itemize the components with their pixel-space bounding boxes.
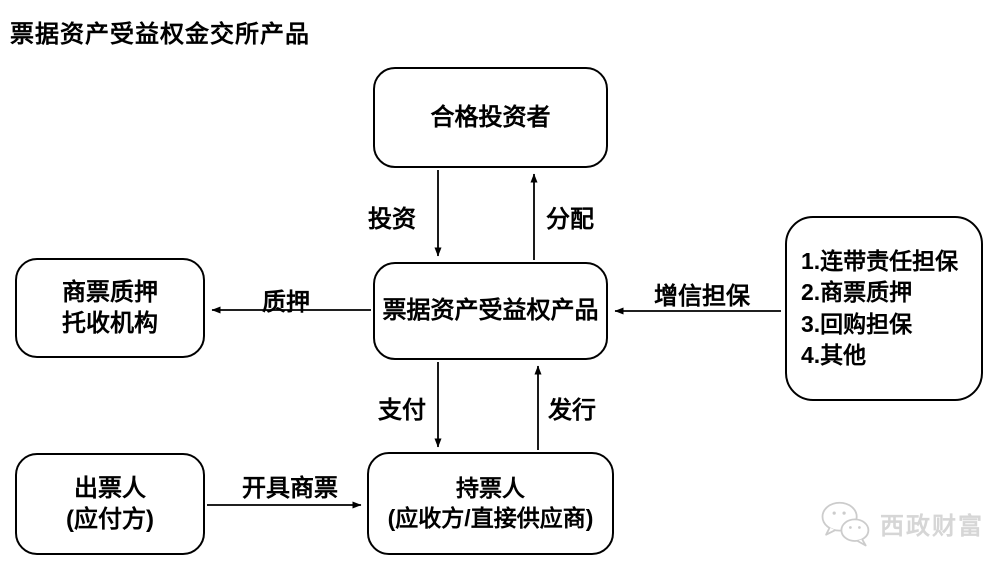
node-label-line: (应收方/直接供应商) xyxy=(387,504,594,531)
node-label-line: 商票质押 xyxy=(62,278,158,306)
edge-label-distribute: 分配 xyxy=(546,206,594,233)
page-title: 票据资产受益权金交所产品 xyxy=(10,21,310,48)
edge-label-credit-guarantee: 增信担保 xyxy=(654,283,750,310)
node-pledge-collection-agency: 商票质押 托收机构 xyxy=(15,258,205,358)
node-label: 合格投资者 xyxy=(430,103,551,131)
list-item: 1.连带责任担保 xyxy=(801,248,959,275)
node-credit-enhancement-list: 1.连带责任担保 2.商票质押 3.回购担保 4.其他 xyxy=(785,216,983,401)
node-bill-asset-beneficiary-product: 票据资产受益权产品 xyxy=(373,262,608,360)
watermark-text: 西政财富 xyxy=(880,512,984,540)
node-label-line: (应付方) xyxy=(66,506,154,533)
node-label: 票据资产受益权产品 xyxy=(382,297,599,325)
edge-label-pay: 支付 xyxy=(378,397,426,424)
node-qualified-investor: 合格投资者 xyxy=(373,67,608,168)
node-label-line: 出票人 xyxy=(74,474,146,502)
wechat-icon xyxy=(821,501,870,547)
watermark: 西政财富 xyxy=(818,498,984,548)
edge-label-invest: 投资 xyxy=(368,206,416,233)
node-bill-drawer: 出票人 (应付方) xyxy=(15,453,205,555)
list-item: 2.商票质押 xyxy=(801,279,913,306)
node-label-line: 持票人 xyxy=(456,474,525,501)
node-label-line: 托收机构 xyxy=(62,310,158,337)
list-item: 3.回购担保 xyxy=(801,310,913,337)
list-item: 4.其他 xyxy=(801,341,867,368)
edge-label-issue: 发行 xyxy=(548,397,596,424)
edge-label-pledge: 质押 xyxy=(262,289,310,316)
edge-label-issue-bill: 开具商票 xyxy=(242,475,338,502)
node-bill-holder: 持票人 (应收方/直接供应商) xyxy=(367,452,614,555)
